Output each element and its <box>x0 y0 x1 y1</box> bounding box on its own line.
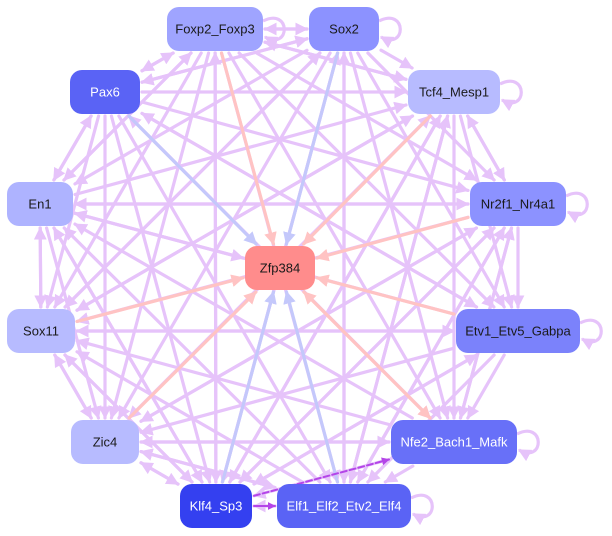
edge-En1-to-Klf4_Sp3 <box>52 226 204 484</box>
edge-Klf4_Sp3-to-Tcf4_Mesp1 <box>228 114 442 484</box>
node-Klf4_Sp3[interactable]: Klf4_Sp3 <box>180 484 252 528</box>
edge-Zfp384-to-Nfe2_Bach1_Mafk <box>302 290 432 420</box>
edge-Nfe2_Bach1_Mafk-to-En1 <box>73 222 414 420</box>
node-box <box>7 309 75 353</box>
node-box <box>167 7 263 51</box>
node-box <box>456 309 580 353</box>
node-label: Etv1_Etv5_Gabpa <box>465 324 571 339</box>
node-label: Sox11 <box>23 324 59 339</box>
node-box <box>391 420 517 464</box>
edge-Nfe2_Bach1_Mafk-to-Elf1_Elf2_Etv2_Elf4 <box>383 464 415 484</box>
edge-Elf1_Elf2_Etv2_Elf4-to-Sox11 <box>75 350 304 484</box>
edge-Klf4_Sp3-to-Foxp2_Foxp3 <box>208 51 222 484</box>
edge-Zic4-to-Klf4_Sp3 <box>139 461 180 486</box>
edge-Sox2-to-En1 <box>73 48 309 186</box>
edge-Zic4-to-Nr2f1_Nr4a1 <box>139 226 478 423</box>
node-box <box>245 246 315 290</box>
edge-Etv1_Etv5_Gabpa-to-Zfp384 <box>315 274 456 316</box>
self-loops-layer <box>262 16 603 526</box>
edge-Pax6-to-Zfp384 <box>127 114 258 246</box>
edge-En1-to-Sox11 <box>34 226 48 309</box>
edge-Sox11-to-Tcf4_Mesp1 <box>75 114 415 312</box>
edge-Tcf4_Mesp1-to-Zfp384 <box>302 114 432 246</box>
node-box <box>71 420 139 464</box>
node-Nr2f1_Nr4a1[interactable]: Nr2f1_Nr4a1 <box>470 182 566 226</box>
node-box <box>470 182 566 226</box>
node-En1[interactable]: En1 <box>7 182 73 226</box>
edge-Klf4_Sp3-to-Etv1_Etv5_Gabpa <box>252 353 479 486</box>
node-box <box>277 484 411 528</box>
edge-Elf1_Elf2_Etv2_Elf4-to-Zfp384 <box>283 290 340 484</box>
edges-layer <box>33 22 525 513</box>
edge-Zic4-to-Zfp384 <box>127 290 258 420</box>
node-Etv1_Etv5_Gabpa[interactable]: Etv1_Etv5_Gabpa <box>456 309 580 353</box>
edge-En1-to-Pax6 <box>52 114 93 182</box>
edge-Klf4_Sp3-to-Zfp384 <box>220 290 277 484</box>
node-box <box>180 484 252 528</box>
node-Sox2[interactable]: Sox2 <box>309 7 379 51</box>
self-loop-Nr2f1_Nr4a1 <box>565 191 589 224</box>
node-label: Zfp384 <box>260 261 300 276</box>
node-label: Klf4_Sp3 <box>190 499 243 514</box>
node-box <box>309 7 379 51</box>
edge-Sox2-to-Zic4 <box>117 51 332 420</box>
node-label: Tcf4_Mesp1 <box>419 85 489 100</box>
edge-Sox2-to-Zfp384 <box>283 51 340 246</box>
edge-Foxp2_Foxp3-to-Nfe2_Bach1_Mafk <box>227 51 442 420</box>
node-label: Foxp2_Foxp3 <box>175 22 255 37</box>
node-Nfe2_Bach1_Mafk[interactable]: Nfe2_Bach1_Mafk <box>391 420 517 464</box>
node-box <box>7 182 73 226</box>
node-label: Elf1_Elf2_Etv2_Elf4 <box>287 499 402 514</box>
node-Pax6[interactable]: Pax6 <box>70 70 140 114</box>
self-loop-Sox2 <box>378 16 402 49</box>
edge-Pax6-to-Foxp2_Foxp3 <box>140 51 175 73</box>
node-label: Nfe2_Bach1_Mafk <box>401 435 508 450</box>
edge-Nr2f1_Nr4a1-to-Tcf4_Mesp1 <box>466 114 506 182</box>
edge-Klf4_Sp3-to-Nfe2_Bach1_Mafk <box>253 457 390 497</box>
self-loop-Nfe2_Bach1_Mafk <box>516 429 540 462</box>
node-box <box>70 70 140 114</box>
edge-Sox11-to-Zfp384 <box>75 274 245 324</box>
edge-Pax6-to-Nr2f1_Nr4a1 <box>140 100 470 194</box>
node-label: En1 <box>28 197 51 212</box>
self-loop-Foxp2_Foxp3 <box>262 16 286 49</box>
node-box <box>408 70 500 114</box>
self-loop-Elf1_Elf2_Etv2_Elf4 <box>410 493 434 526</box>
node-label: Nr2f1_Nr4a1 <box>481 197 555 212</box>
edge-Zic4-to-Elf1_Elf2_Etv2_Elf4 <box>139 450 277 491</box>
edge-Etv1_Etv5_Gabpa-to-Nfe2_Bach1_Mafk <box>466 353 506 420</box>
edge-Pax6-to-Elf1_Elf2_Etv2_Elf4 <box>117 114 332 484</box>
self-loop-Etv1_Etv5_Gabpa <box>579 318 603 351</box>
node-Foxp2_Foxp3[interactable]: Foxp2_Foxp3 <box>167 7 263 51</box>
node-label: Sox2 <box>329 22 359 37</box>
node-Elf1_Elf2_Etv2_Elf4[interactable]: Elf1_Elf2_Etv2_Elf4 <box>277 484 411 528</box>
node-label: Zic4 <box>93 435 118 450</box>
node-Zfp384[interactable]: Zfp384 <box>245 246 315 290</box>
self-loop-Tcf4_Mesp1 <box>499 79 523 112</box>
edge-En1-to-Tcf4_Mesp1 <box>73 101 408 197</box>
edge-Nr2f1_Nr4a1-to-Zfp384 <box>315 215 470 262</box>
node-Zic4[interactable]: Zic4 <box>71 420 139 464</box>
node-Tcf4_Mesp1[interactable]: Tcf4_Mesp1 <box>408 70 500 114</box>
edge-Foxp2_Foxp3-to-Zfp384 <box>219 51 277 246</box>
node-Sox11[interactable]: Sox11 <box>7 309 75 353</box>
node-label: Pax6 <box>90 85 120 100</box>
edge-Sox2-to-Tcf4_Mesp1 <box>379 48 414 70</box>
edge-Sox11-to-Zic4 <box>53 353 93 420</box>
edge-Etv1_Etv5_Gabpa-to-Pax6 <box>140 111 479 309</box>
